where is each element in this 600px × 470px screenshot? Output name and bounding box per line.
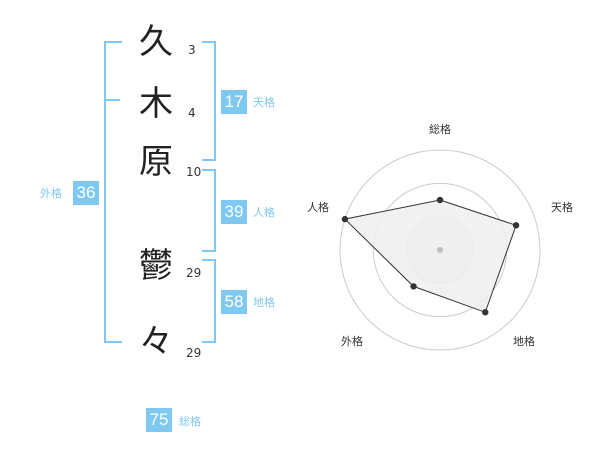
- gaikaku-value-badge: 36: [73, 181, 99, 205]
- jinkaku-bracket: [202, 169, 216, 252]
- radar-axis-label-soukaku: 総格: [429, 123, 451, 136]
- name-char-4: 鬱: [139, 246, 173, 286]
- soukaku-value-badge: 75: [146, 408, 172, 432]
- gaikaku-bracket-tick: [104, 99, 120, 101]
- stroke-count-3: 10: [186, 165, 202, 179]
- gaikaku-label: 外格: [40, 187, 62, 200]
- radar-point-3: [410, 283, 417, 290]
- stroke-count-5: 29: [186, 346, 202, 360]
- radar-value-polygon: [343, 199, 517, 313]
- radar-axis-label-chikaku: 地格: [513, 335, 535, 348]
- stroke-count-4: 29: [186, 266, 202, 280]
- soukaku-label: 総格: [179, 415, 201, 428]
- radar-point-1: [512, 222, 520, 229]
- tenkaku-label: 天格: [253, 96, 275, 109]
- radar-point-0: [436, 196, 444, 204]
- jinkaku-label: 人格: [253, 206, 275, 219]
- name-char-2: 木: [139, 84, 173, 124]
- chikaku-value-badge: 58: [221, 290, 247, 314]
- radar-axis-label-gaikaku: 外格: [341, 335, 363, 348]
- radar-axis-label-tenkaku: 天格: [551, 201, 573, 214]
- radar-point-4: [341, 215, 349, 223]
- stroke-count-2: 4: [188, 106, 196, 120]
- name-char-5: 々: [139, 322, 173, 362]
- radar-center-dot: [437, 247, 443, 253]
- tenkaku-value-badge: 17: [221, 90, 247, 114]
- chikaku-bracket: [202, 259, 216, 343]
- jinkaku-value-badge: 39: [221, 200, 247, 224]
- name-char-1: 久: [139, 22, 173, 62]
- chikaku-label: 地格: [253, 296, 275, 309]
- radar-grid-ring-3: [339, 149, 541, 351]
- name-char-3: 原: [139, 142, 173, 182]
- radar-point-2: [482, 309, 489, 316]
- stroke-count-1: 3: [188, 43, 196, 57]
- fortune-radar-chart: [339, 149, 541, 351]
- gaikaku-bracket: [104, 41, 122, 343]
- tenkaku-bracket: [202, 41, 216, 161]
- radar-axis-label-jinkaku: 人格: [307, 201, 329, 214]
